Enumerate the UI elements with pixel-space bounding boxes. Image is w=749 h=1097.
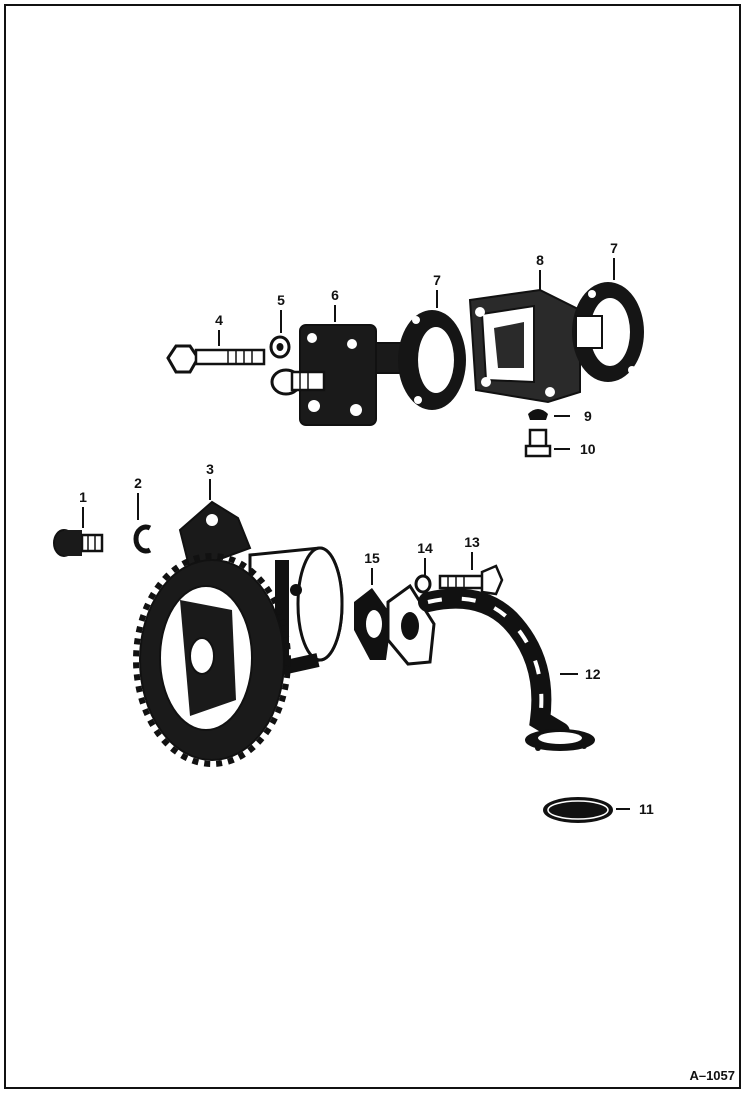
part-2-lock-washer [133, 524, 152, 554]
part-10-bolt [524, 428, 552, 458]
callout-7-right: 7 [610, 240, 618, 256]
leader-lines [82, 258, 630, 810]
callout-3: 3 [206, 461, 214, 477]
part-9-nut [528, 409, 548, 420]
callout-15: 15 [364, 550, 380, 566]
part-11-screen [543, 797, 613, 823]
callout-13: 13 [464, 534, 480, 550]
part-3-pump-with-gear [133, 500, 344, 767]
figure-number: A–1057 [689, 1068, 735, 1083]
callout-labels: 1 2 3 4 5 6 7 8 7 9 10 15 14 13 12 11 [79, 240, 654, 817]
callout-4: 4 [215, 312, 223, 328]
callout-9: 9 [584, 408, 592, 424]
callout-2: 2 [134, 475, 142, 491]
part-1-socket-screw [53, 529, 104, 557]
part-8-housing [468, 288, 581, 404]
callout-8: 8 [536, 252, 544, 268]
callout-5: 5 [277, 292, 285, 308]
callout-1: 1 [79, 489, 87, 505]
part-15-gasket [354, 588, 392, 660]
part-12-suction-pipe [386, 583, 595, 751]
drawing-frame [4, 4, 741, 1089]
callout-14: 14 [417, 540, 433, 556]
callout-12: 12 [585, 666, 601, 682]
part-7-gasket-left [398, 310, 466, 410]
part-14-washer [414, 574, 432, 594]
part-7-gasket-right [572, 282, 644, 382]
callout-7-left: 7 [433, 272, 441, 288]
part-4-bolt [166, 344, 266, 374]
callout-10: 10 [580, 441, 596, 457]
callout-11: 11 [639, 801, 654, 817]
part-13-bolt [438, 564, 504, 596]
part-5-washer [269, 335, 291, 359]
callout-6: 6 [331, 287, 339, 303]
